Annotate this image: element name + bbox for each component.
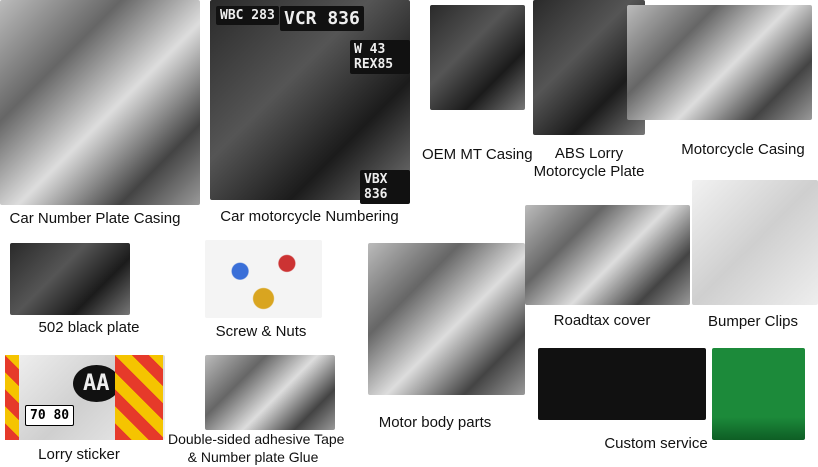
plate-sample: 70 80 — [25, 405, 75, 426]
roadtax-cover-image[interactable] — [525, 205, 690, 305]
plate-sample: VCR 836 — [280, 6, 364, 31]
custom-service-image[interactable] — [538, 348, 706, 420]
abs-plate-image[interactable] — [533, 0, 645, 135]
category-label-abs-lorry-motorcycle-plate[interactable]: ABS Lorry Motorcycle Plate — [530, 145, 648, 181]
label-line: Double-sided adhesive Tape — [168, 431, 345, 447]
category-label-lorry-sticker[interactable]: Lorry sticker — [38, 446, 120, 463]
label-line: Motorcycle Plate — [533, 163, 645, 180]
category-label-motorcycle-casing[interactable]: Motorcycle Casing — [681, 141, 805, 158]
label-line: & Number plate Glue — [187, 449, 319, 465]
plate-sample: WBC 283 — [216, 6, 279, 25]
car-motorcycle-numbering-image[interactable]: WBC 283 VCR 836 W 43 REX85 VBX 836 — [210, 0, 410, 204]
label-line: ABS Lorry — [554, 145, 624, 162]
bumper-clips-image[interactable] — [692, 180, 818, 305]
custom-service-sample-image[interactable] — [712, 348, 805, 440]
category-label-adhesive-tape-glue[interactable]: Double-sided adhesive Tape & Number plat… — [168, 430, 345, 466]
category-label-custom-service[interactable]: Custom service — [604, 435, 708, 452]
category-label-car-motorcycle-numbering[interactable]: Car motorcycle Numbering — [220, 208, 399, 225]
category-label-502-black-plate[interactable]: 502 black plate — [38, 319, 140, 336]
category-label-motor-body-parts[interactable]: Motor body parts — [378, 414, 492, 431]
car-number-plate-casing-image[interactable] — [0, 0, 200, 205]
category-label-oem-mt-casing[interactable]: OEM MT Casing — [422, 146, 533, 163]
category-label-bumper-clips[interactable]: Bumper Clips — [707, 313, 799, 330]
category-label-roadtax-cover[interactable]: Roadtax cover — [553, 312, 651, 329]
category-label-car-number-plate-casing[interactable]: Car Number Plate Casing — [9, 210, 181, 227]
screw-nuts-image[interactable] — [205, 240, 322, 318]
category-label-screw-nuts[interactable]: Screw & Nuts — [215, 323, 307, 340]
adhesive-tape-glue-image[interactable] — [205, 355, 335, 430]
motor-body-parts-image[interactable] — [368, 243, 525, 395]
502-black-plate-image[interactable] — [10, 243, 130, 315]
plate-sample: AA — [73, 365, 120, 402]
plate-sample: W 43 REX85 — [350, 40, 410, 74]
motorcycle-casing-image[interactable] — [627, 5, 812, 120]
lorry-sticker-image[interactable]: AA 70 80 — [5, 355, 165, 440]
oem-mt-casing-image[interactable] — [430, 5, 525, 110]
plate-sample: VBX 836 — [360, 170, 410, 204]
